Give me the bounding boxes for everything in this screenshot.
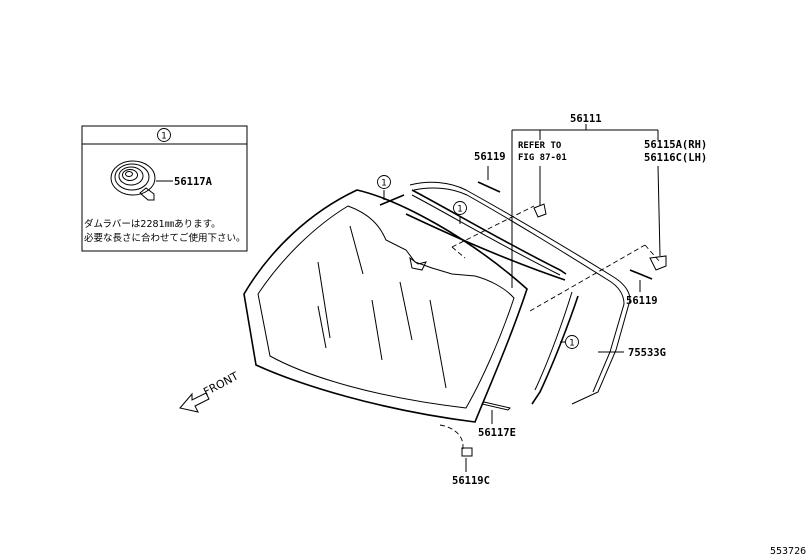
part-label-56117A: 56117A	[174, 176, 213, 188]
clip-56115A-icon	[649, 255, 667, 271]
clips	[461, 181, 667, 457]
part-label-56119C: 56119C	[452, 475, 490, 487]
clip-56119C-icon	[461, 447, 473, 457]
phantom-lines	[439, 205, 661, 453]
callout-note-line1: ダムラバーは2281㎜あります。	[84, 218, 221, 230]
part-label-75533G: 75533G	[628, 347, 666, 359]
clip-refer-icon	[533, 203, 547, 218]
part-label-56117E: 56117E	[478, 427, 516, 439]
upper-moulding-strips	[379, 181, 631, 411]
callout-note-line2: 必要な長さに合わせてご使用下さい。	[84, 232, 246, 244]
part-label-56116C: 56116C(LH)	[644, 152, 707, 164]
svg-text:1: 1	[457, 205, 463, 215]
part-label-56115A: 56115A(RH)	[644, 139, 707, 151]
callout-ref-marker	[157, 128, 171, 142]
diagram-code: 553726	[770, 546, 806, 557]
windshield-glass	[243, 189, 528, 423]
leader-56111	[511, 124, 661, 288]
callout-ref-symbol: 1	[161, 132, 167, 142]
part-label-56111: 56111	[570, 113, 602, 125]
mirror-bracket-icon	[409, 256, 427, 271]
svg-text:1: 1	[381, 179, 387, 189]
refer-to-line2: FIG 87-01	[518, 153, 567, 163]
dam-rubber-coil-icon	[110, 160, 156, 201]
ref-marker-2: 1	[453, 201, 467, 224]
part-label-56119-right: 56119	[626, 295, 658, 307]
front-label: FRONT	[201, 369, 241, 398]
svg-text:1: 1	[569, 339, 575, 349]
callout-box: 1 56117A ダムラバーは2281㎜あります。 必要な長さに合わせてご使用下…	[81, 125, 248, 252]
clip-56119-top-icon	[477, 181, 501, 193]
clip-56119-right-icon	[629, 269, 653, 280]
front-arrow-icon	[179, 392, 210, 413]
ref-marker-3: 1	[560, 335, 579, 349]
ref-marker-1: 1	[377, 175, 391, 200]
part-label-56119-top: 56119	[474, 151, 506, 163]
refer-to-line1: REFER TO	[518, 141, 562, 151]
